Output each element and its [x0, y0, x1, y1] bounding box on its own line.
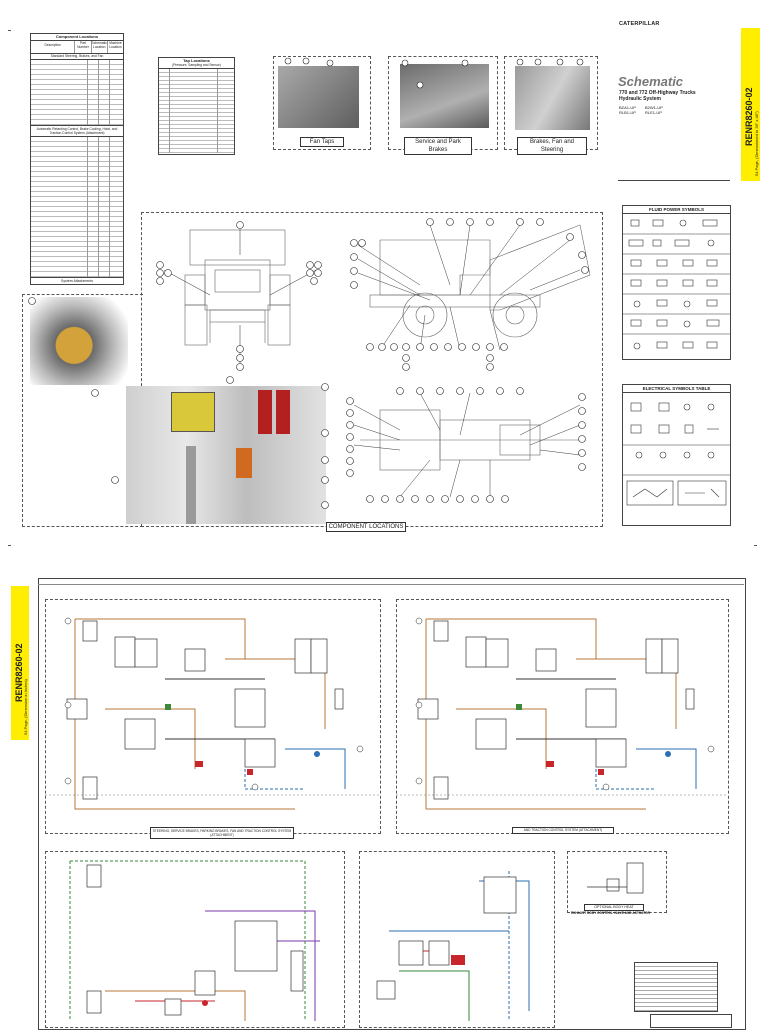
hoist-schematic: [69, 860, 320, 1021]
caterpillar-logo: CATERPILLAR: [619, 21, 660, 27]
doc-code-top: RENR8260-02: [744, 87, 754, 146]
service-park-brakes-photo: [400, 64, 489, 128]
section-header-standard: Standard Steering, Brakes, and Fan: [31, 54, 123, 60]
title-rule: [618, 180, 730, 181]
service-park-brakes-caption: Service and Park Brakes: [404, 137, 472, 155]
serial-4: RLE1-UP: [645, 110, 662, 115]
fluid-power-symbols-legend: FLUID POWER SYMBOLS: [622, 205, 731, 360]
serial-1: BZA1-UP: [619, 105, 636, 110]
exhaust-caption: EXHAUST BODY CONTROL VALVE AND ACTUATOR: [571, 911, 650, 915]
tap-locations-subtitle: (Pressure, Sampling and Sensor): [159, 63, 234, 69]
optional-body-heat-panel: [567, 851, 667, 913]
hydraulic-schematic-right: [396, 617, 727, 810]
brake-valve-photo: [30, 297, 128, 385]
doc-code-tab-top: [741, 28, 760, 181]
steering-brakes-caption-right: AND TRACTION CONTROL SYSTEM (ATTACHMENT): [512, 827, 614, 834]
serial-3: B2W1-UP: [645, 105, 663, 110]
column-header-schematic-location: Schematic Location: [92, 41, 108, 53]
tap-rows: [159, 69, 234, 153]
line-color-legend: [634, 962, 718, 1012]
fan-taps-frame: [273, 56, 371, 150]
steering-brakes-caption-left: STEERING, SERVICE BRAKES, PARKING BRAKES…: [150, 827, 294, 839]
crop-mark-bl: [8, 545, 11, 546]
fan-taps-caption: Fan Taps: [300, 137, 344, 147]
component-rows-b: [31, 137, 123, 277]
hydraulic-schematic-left: [45, 617, 379, 810]
brakes-fan-steering-photo: [515, 66, 590, 130]
body-heat-schematic: [587, 862, 644, 894]
fluid-power-symbols-title: FLUID POWER SYMBOLS: [623, 206, 730, 214]
truck-side-view: [350, 218, 591, 371]
electrical-symbols-title: ELECTRICAL SYMBOLS TABLE: [623, 385, 730, 393]
chassis-top-view: [346, 387, 586, 503]
crop-mark-tl: [8, 30, 11, 31]
component-rows-a: [31, 60, 123, 125]
electrical-symbols-legend: ELECTRICAL SYMBOLS TABLE: [622, 384, 731, 526]
system-attachments-label: System Attachments: [31, 277, 123, 284]
serial-2: RLB1-UP: [619, 110, 636, 115]
component-locations-caption: COMPONENT LOCATIONS: [326, 522, 406, 532]
brakes-fan-steering-caption: Brakes, Fan and Steering: [517, 137, 587, 155]
doc-code-tab-bottom: [11, 586, 29, 740]
component-locations-frame-left: [22, 294, 143, 527]
title-block-bottom: [650, 1014, 732, 1028]
hydraulic-tanks-photo: [126, 386, 326, 524]
fan-taps-photo: [278, 66, 359, 128]
component-locations-table: Component Locations Description Part Num…: [30, 33, 124, 285]
optional-body-heat-caption: OPTIONAL BODY HEAT: [584, 904, 644, 911]
section-header-attachments: Automatic Retarding Control, Brake Cooli…: [31, 125, 123, 137]
component-locations-title: Component Locations: [31, 34, 123, 41]
doc-subtitle-bottom: 54 Page, (Dimension in Inches): [23, 679, 28, 735]
system-line: Hydraulic System: [619, 96, 661, 102]
photo-callouts: [284, 57, 584, 89]
tap-locations-table: Tap Locations (Pressure, Sampling and Se…: [158, 57, 235, 155]
photo-component-callouts: [28, 297, 329, 509]
fluid-power-symbols-grid: [623, 219, 730, 350]
tap-locations-title: Tap Locations: [183, 58, 210, 63]
doc-subtitle-top: 54 Page, (Dimensioned to 36" x 48"): [754, 111, 759, 176]
bottom-sheet-grid-top: [38, 578, 744, 585]
schematic-title: Schematic: [618, 74, 684, 89]
column-header-description: Description: [31, 41, 76, 53]
column-header-machine-location: Machine Location: [109, 41, 122, 49]
truck-front-view: [156, 221, 322, 371]
electrical-symbols-grid: [623, 402, 730, 506]
model-line: 770 and 772 Off-Highway Trucks: [619, 90, 696, 96]
column-header-part-number: Part Number: [75, 41, 92, 53]
traction-schematic: [376, 871, 530, 1021]
crop-mark-br: [754, 545, 757, 546]
